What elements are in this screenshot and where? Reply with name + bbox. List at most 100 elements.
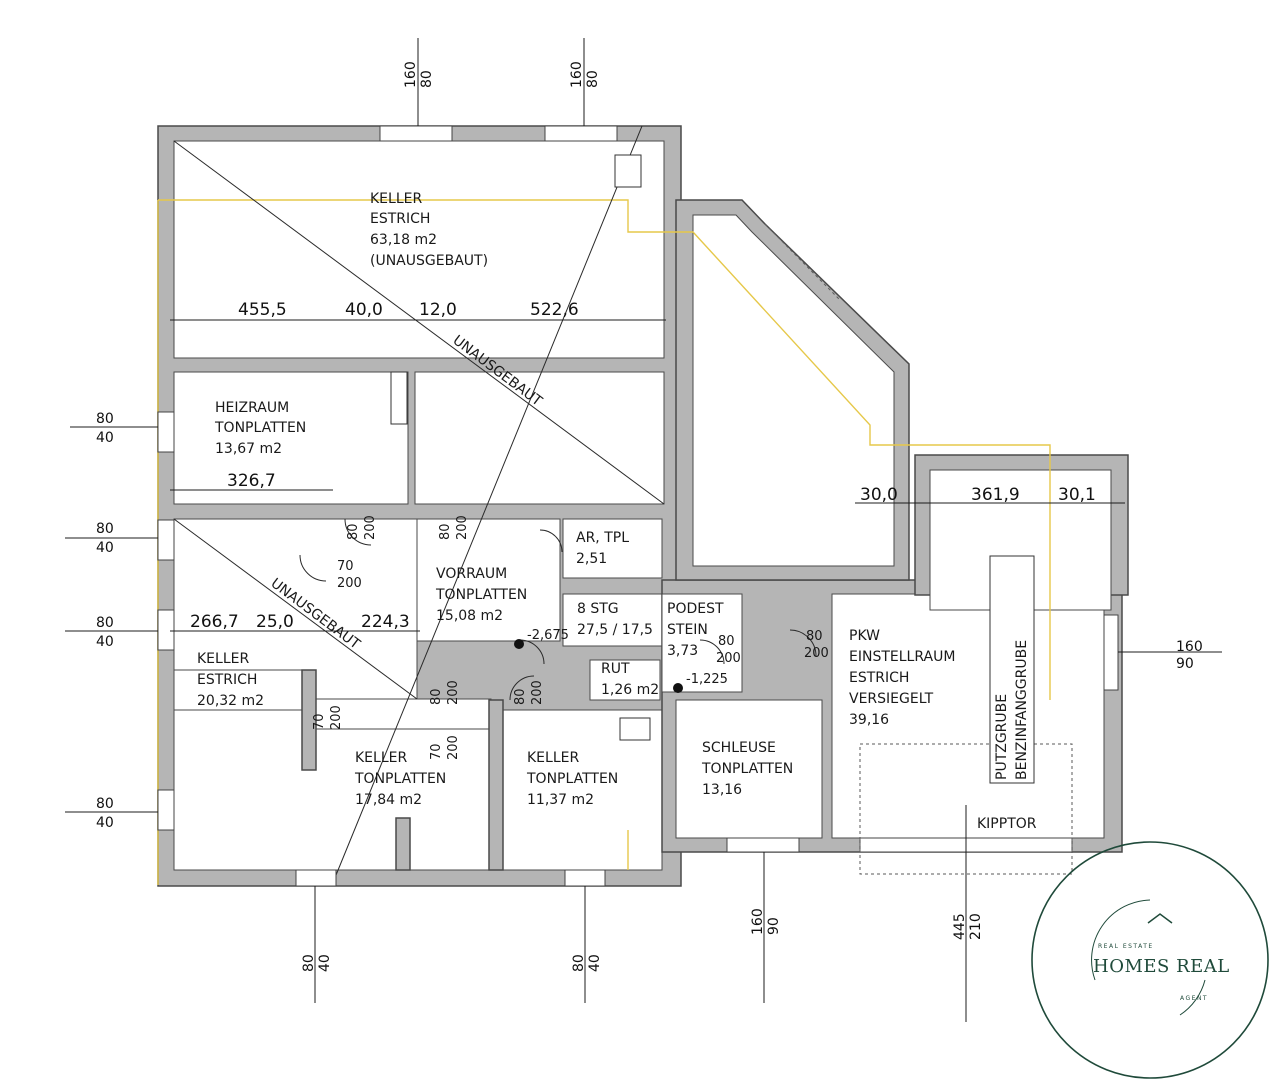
level-marker-vorraum xyxy=(514,639,524,649)
dimension-lines xyxy=(65,38,1222,1022)
door-arc-keller xyxy=(509,675,535,701)
dimension-texts: 455,5 40,0 12,0 522,6 326,7 266,7 25,0 2… xyxy=(190,300,1096,632)
stairs-count: 8 STG xyxy=(577,601,619,617)
door-arc-ar xyxy=(539,529,563,553)
door-arc-podest xyxy=(699,639,725,665)
heizraum-floor: TONPLATTEN xyxy=(214,420,306,436)
logo-main-text: HOMES REAL xyxy=(1093,956,1230,977)
door-arc-pkw xyxy=(789,629,817,657)
keller-left-name: KELLER xyxy=(197,651,249,667)
door-80-mid-a: 80 xyxy=(429,688,444,705)
top-window-1-a: 160 xyxy=(403,61,419,88)
diagonal-top xyxy=(173,140,665,505)
heizraum-name: HEIZRAUM xyxy=(215,400,289,416)
wing-inner xyxy=(692,214,895,567)
door-70c-b: 200 xyxy=(446,735,461,760)
left-window-1-b: 40 xyxy=(96,430,114,446)
window-top-1 xyxy=(379,125,453,142)
kipptor-label: KIPPTOR xyxy=(977,816,1037,832)
garage-door-b: 210 xyxy=(968,913,984,940)
window-top-2 xyxy=(544,125,618,142)
logo-arc-top: REAL ESTATE xyxy=(1098,943,1154,950)
room-unausgebaut-mid xyxy=(414,371,665,505)
pkw-line1: PKW xyxy=(849,628,880,644)
room-keller-mid-upper xyxy=(315,698,492,730)
door-arc-70a xyxy=(299,554,327,582)
door-heiz-a: 80 xyxy=(346,523,361,540)
room-ar-tpl xyxy=(562,518,663,579)
keller-mid-name: KELLER xyxy=(355,750,407,766)
door-podest-a: 80 xyxy=(718,634,735,649)
level-markers: -2,675 -1,225 xyxy=(514,628,728,693)
dim-lower-0: 266,7 xyxy=(190,612,239,632)
window-left-1 xyxy=(157,411,175,453)
window-bottom-2 xyxy=(564,869,606,887)
door-70b-b: 200 xyxy=(329,705,344,730)
keller-right-area: 11,37 m2 xyxy=(527,792,594,808)
garage-door-swing xyxy=(859,743,1073,875)
window-right xyxy=(1103,614,1119,691)
door-80-right-a: 80 xyxy=(513,688,528,705)
schleuse-name: SCHLEUSE xyxy=(702,740,776,756)
vorraum-floor: TONPLATTEN xyxy=(435,587,527,603)
keller-left-area: 20,32 m2 xyxy=(197,693,264,709)
room-keller-mid-lower xyxy=(173,709,492,871)
door-70a-a: 70 xyxy=(337,559,354,574)
bottom-window-2-b: 40 xyxy=(587,954,603,972)
dim-lower-1: 25,0 xyxy=(256,612,294,632)
door-vor-top-b: 200 xyxy=(455,515,470,540)
door-heiz-b: 200 xyxy=(363,515,378,540)
right-window-b: 90 xyxy=(1176,656,1194,672)
dim-garage-0: 30,0 xyxy=(860,485,898,505)
heizraum-area: 13,67 m2 xyxy=(215,441,282,457)
door-podest-b: 200 xyxy=(716,651,741,666)
putzgrube-label: PUTZGRUBE xyxy=(994,694,1010,780)
schleuse-floor: TONPLATTEN xyxy=(701,761,793,777)
logo-outer-ring xyxy=(1031,841,1269,1079)
chimney-box xyxy=(614,154,642,188)
bottom-window-1-a: 80 xyxy=(301,954,317,972)
room-pkw xyxy=(831,593,1105,839)
dim-garage-2: 30,1 xyxy=(1058,485,1096,505)
brand-logo: REAL ESTATE HOMES REAL AGENT xyxy=(1031,841,1269,1079)
diagonals xyxy=(173,125,665,881)
bottom-window-1-b: 40 xyxy=(317,954,333,972)
room-schleuse xyxy=(675,699,823,839)
angled-wing xyxy=(675,199,910,581)
door-arcs xyxy=(299,518,817,701)
keller-top-note: (UNAUSGEBAUT) xyxy=(370,253,488,269)
keller-mid-floor: TONPLATTEN xyxy=(354,771,446,787)
level-marker-rut xyxy=(673,683,683,693)
level-vorraum: -2,675 xyxy=(527,628,569,643)
room-rut xyxy=(589,659,661,701)
level-rut: -1,225 xyxy=(686,672,728,687)
keller-left-floor: ESTRICH xyxy=(197,672,257,688)
logo-inner-arc-left xyxy=(1091,899,1151,981)
garage-door-a: 445 xyxy=(952,913,968,940)
bottom-window-2-a: 80 xyxy=(571,954,587,972)
yellow-line-top xyxy=(158,199,1051,700)
right-window-a: 160 xyxy=(1176,639,1203,655)
bottom-window-3-a: 160 xyxy=(750,908,766,935)
podest-name: PODEST xyxy=(667,601,724,617)
keller-right-floor: TONPLATTEN xyxy=(526,771,618,787)
top-window-2-a: 160 xyxy=(569,61,585,88)
room-podest xyxy=(661,593,743,693)
window-left-4 xyxy=(157,789,175,831)
keller-top-area: 63,18 m2 xyxy=(370,232,437,248)
logo-house-icon xyxy=(1147,913,1173,924)
rut-area: 1,26 m2 xyxy=(601,682,659,698)
door-80-mid-b: 200 xyxy=(446,680,461,705)
pkw-line4: VERSIEGELT xyxy=(849,691,934,707)
door-70c-a: 70 xyxy=(429,743,444,760)
wall-divider-left xyxy=(301,669,317,771)
ar-tpl-name: AR, TPL xyxy=(576,530,629,546)
top-window-1-b: 80 xyxy=(419,70,435,88)
door-pkw-a: 80 xyxy=(806,629,823,644)
schleuse-area: 13,16 xyxy=(702,782,742,798)
room-keller-top xyxy=(173,140,665,359)
door-70b-a: 70 xyxy=(312,713,327,730)
pkw-line3: ESTRICH xyxy=(849,670,909,686)
window-left-3 xyxy=(157,609,175,651)
